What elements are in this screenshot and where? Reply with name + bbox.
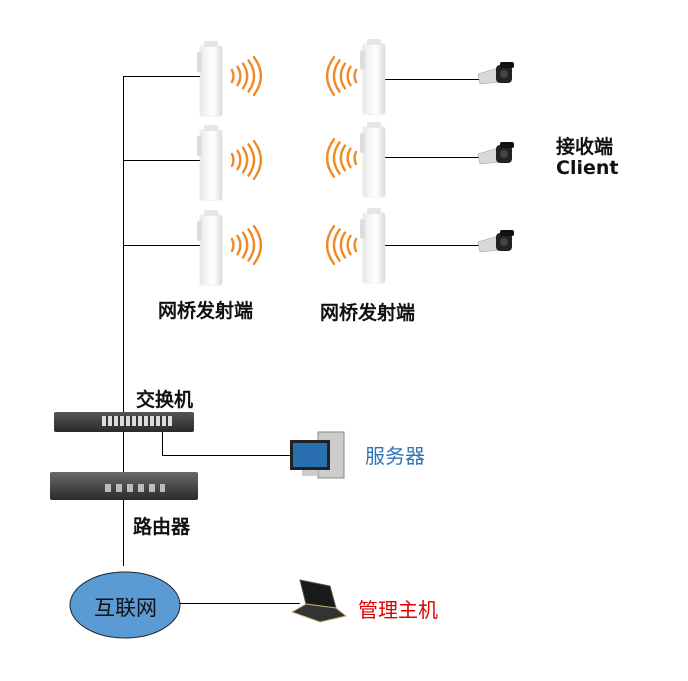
- signal-wave-right-1: [346, 65, 352, 87]
- link-camera-3: [384, 245, 480, 246]
- server-computer-icon: [290, 431, 345, 479]
- link-camera-1: [384, 79, 480, 80]
- bridge-tx-left-3: [197, 210, 222, 285]
- signal-wave-right-2: [353, 150, 358, 166]
- link-server-h: [162, 455, 290, 456]
- switch-label: 交换机: [136, 389, 194, 411]
- signal-wave-right-3: [346, 234, 352, 256]
- signal-wave-right-1: [325, 56, 336, 96]
- server-label: 服务器: [365, 444, 425, 468]
- signal-wave-right-2: [332, 141, 341, 175]
- signal-wave-left-3: [241, 231, 249, 259]
- bridge-tx-right-label: 网桥发射端: [320, 302, 416, 324]
- trunk-line: [123, 76, 124, 566]
- signal-wave-left-2: [236, 149, 242, 171]
- bridge-tx-left-1: [197, 41, 222, 116]
- camera-icon-2: [477, 142, 514, 165]
- signal-wave-left-1: [241, 62, 249, 90]
- receiver-label-cn: 接收端: [556, 136, 614, 158]
- signal-wave-left-2: [252, 140, 263, 180]
- signal-waves: [230, 56, 358, 265]
- signal-wave-right-3: [332, 228, 341, 262]
- bridge-tx-left-label: 网桥发射端: [158, 300, 254, 322]
- signal-wave-left-2: [230, 152, 235, 168]
- router-label: 路由器: [133, 516, 191, 538]
- signal-wave-left-3: [247, 228, 256, 262]
- camera-icon-1: [477, 62, 514, 85]
- signal-wave-right-1: [353, 68, 358, 84]
- signal-wave-right-1: [332, 59, 341, 93]
- signal-wave-right-1: [339, 62, 347, 90]
- signal-wave-left-1: [230, 68, 235, 84]
- signal-wave-right-2: [325, 138, 336, 178]
- signal-wave-right-3: [339, 231, 347, 259]
- link-admin: [180, 603, 300, 604]
- signal-wave-right-3: [325, 225, 336, 265]
- signal-wave-left-3: [236, 234, 242, 256]
- signal-wave-left-2: [241, 146, 249, 174]
- link-bridge-1: [123, 76, 203, 77]
- admin-host-label: 管理主机: [358, 598, 438, 622]
- link-bridge-3: [123, 245, 203, 246]
- signal-wave-left-1: [247, 59, 256, 93]
- signal-wave-left-3: [252, 225, 263, 265]
- switch-device: [54, 412, 194, 432]
- link-bridge-2: [123, 160, 203, 161]
- laptop-icon: [290, 579, 348, 623]
- router-device: [50, 472, 198, 500]
- link-server-v: [162, 432, 163, 456]
- signal-wave-right-2: [339, 144, 347, 172]
- internet-cloud: [69, 571, 181, 639]
- internet-label: 互联网: [94, 596, 157, 620]
- bridge-tx-right-2: [360, 122, 385, 197]
- signal-wave-left-1: [236, 65, 242, 87]
- bridge-tx-left-2: [197, 125, 222, 200]
- camera-icon-3: [477, 230, 514, 253]
- signal-wave-left-2: [247, 143, 256, 177]
- bridge-tx-right-1: [360, 39, 385, 114]
- receiver-label-en: Client: [556, 157, 619, 179]
- signal-wave-left-1: [252, 56, 263, 96]
- signal-wave-right-3: [353, 237, 358, 253]
- link-camera-2: [384, 157, 480, 158]
- signal-wave-left-3: [230, 237, 235, 253]
- bridge-tx-right-3: [360, 208, 385, 283]
- signal-wave-right-2: [346, 147, 352, 169]
